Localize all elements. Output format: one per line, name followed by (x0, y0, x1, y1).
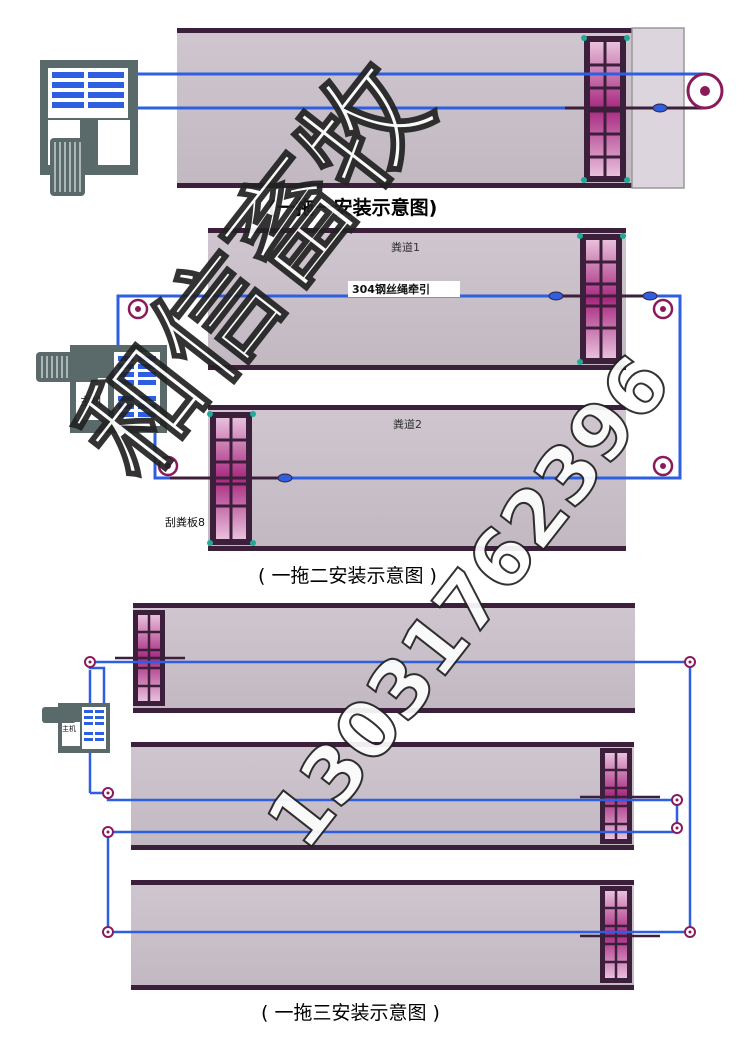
channel (131, 880, 634, 990)
motor-label: 主机 (80, 395, 102, 408)
pulley-icon (652, 455, 674, 477)
caption-one-to-two: ( 一拖二安装示意图 ) (258, 565, 437, 587)
pulley-icon (684, 656, 696, 668)
channel-rail-top (177, 28, 632, 33)
motor-unit-icon (36, 345, 167, 433)
motor-unit-icon (42, 703, 110, 753)
rope-label: 304钢丝绳牵引 (352, 283, 430, 296)
pulley-icon (84, 656, 96, 668)
diagram-one-to-one (40, 27, 724, 196)
rope-label-box (348, 281, 460, 297)
caption-one-to-three: ( 一拖三安装示意图 ) (261, 1002, 440, 1024)
pulley-icon (671, 822, 683, 834)
scraper (600, 886, 632, 983)
motor-unit-icon (40, 60, 138, 196)
channel-rail-bottom (177, 183, 632, 188)
channel-2-label: 粪道2 (393, 418, 422, 431)
rope-loop (116, 294, 682, 480)
pulley-icon (684, 926, 696, 938)
pulley-icon (157, 455, 179, 477)
pulley-icon (652, 298, 674, 320)
channel-1-label: 粪道1 (391, 241, 420, 254)
pulley-icon (127, 298, 149, 320)
diagram-one-to-three (42, 603, 696, 990)
pulley-icon (102, 826, 114, 838)
pulley-icon (102, 926, 114, 938)
caption-one-to-one: (一拖一安装示意图) (268, 197, 438, 219)
scraper (577, 233, 626, 365)
pulley-icon (102, 787, 114, 799)
pulley-icon (671, 794, 683, 806)
diagram-one-to-two (36, 228, 682, 551)
motor-label: 主机 (62, 725, 76, 733)
pulley-icon (686, 72, 724, 110)
scraper-label: 刮粪板8 (165, 516, 205, 529)
channel (133, 603, 635, 713)
